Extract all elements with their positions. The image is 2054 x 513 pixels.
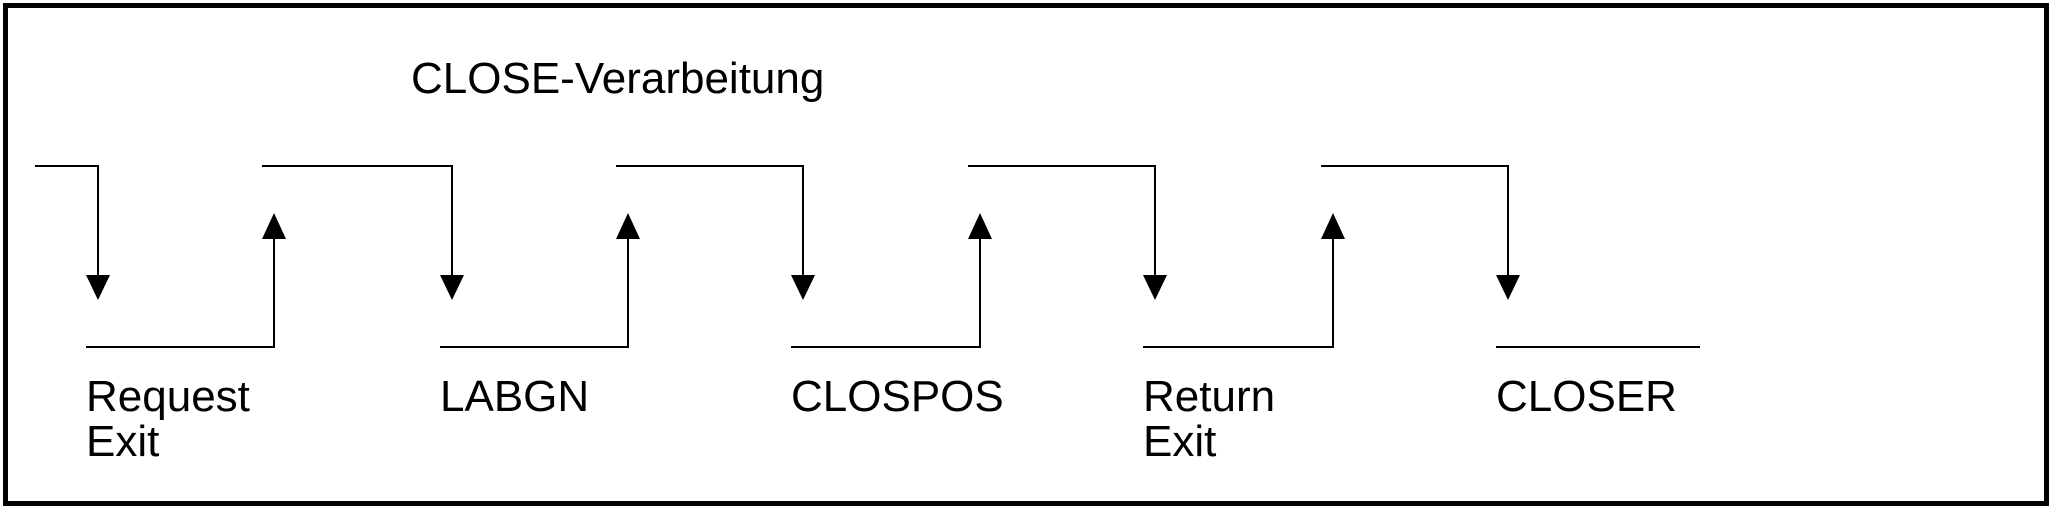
return-path-clospos bbox=[791, 239, 981, 348]
call-arrowhead-down-labgn bbox=[440, 275, 464, 300]
call-arrowhead-down-clospos bbox=[791, 275, 815, 300]
call-arrowhead-down-return-exit bbox=[1143, 275, 1167, 300]
call-path-return-exit bbox=[968, 165, 1156, 275]
step-label-clospos: CLOSPOS bbox=[791, 374, 1004, 419]
return-path-request-exit bbox=[86, 239, 275, 348]
return-arrowhead-up-return-exit bbox=[1321, 213, 1345, 239]
step-label-line: LABGN bbox=[440, 372, 590, 421]
step-label-line: Exit bbox=[86, 417, 160, 466]
step-label-closer: CLOSER bbox=[1496, 374, 1677, 419]
call-path-closer bbox=[1321, 165, 1509, 275]
diagram-border bbox=[3, 3, 2049, 506]
step-label-line: CLOSER bbox=[1496, 372, 1677, 421]
call-arrowhead-down-request-exit bbox=[86, 275, 110, 300]
diagram-title: CLOSE-Verarbeitung bbox=[411, 54, 825, 103]
return-arrowhead-up-request-exit bbox=[262, 213, 286, 239]
return-arrowhead-up-clospos bbox=[968, 213, 992, 239]
step-label-line: Request bbox=[86, 372, 250, 421]
step-label-line: CLOSPOS bbox=[791, 372, 1004, 421]
return-arrowhead-up-labgn bbox=[616, 213, 640, 239]
step-label-line: Return bbox=[1143, 372, 1276, 421]
call-path-labgn bbox=[262, 165, 453, 275]
call-path-request-exit bbox=[35, 165, 99, 275]
call-arrowhead-down-closer bbox=[1496, 275, 1520, 300]
call-path-clospos bbox=[616, 165, 804, 275]
return-path-return-exit bbox=[1143, 239, 1334, 348]
step-label-labgn: LABGN bbox=[440, 374, 589, 419]
step-label-line: Exit bbox=[1143, 417, 1217, 466]
return-path-labgn bbox=[440, 239, 629, 348]
